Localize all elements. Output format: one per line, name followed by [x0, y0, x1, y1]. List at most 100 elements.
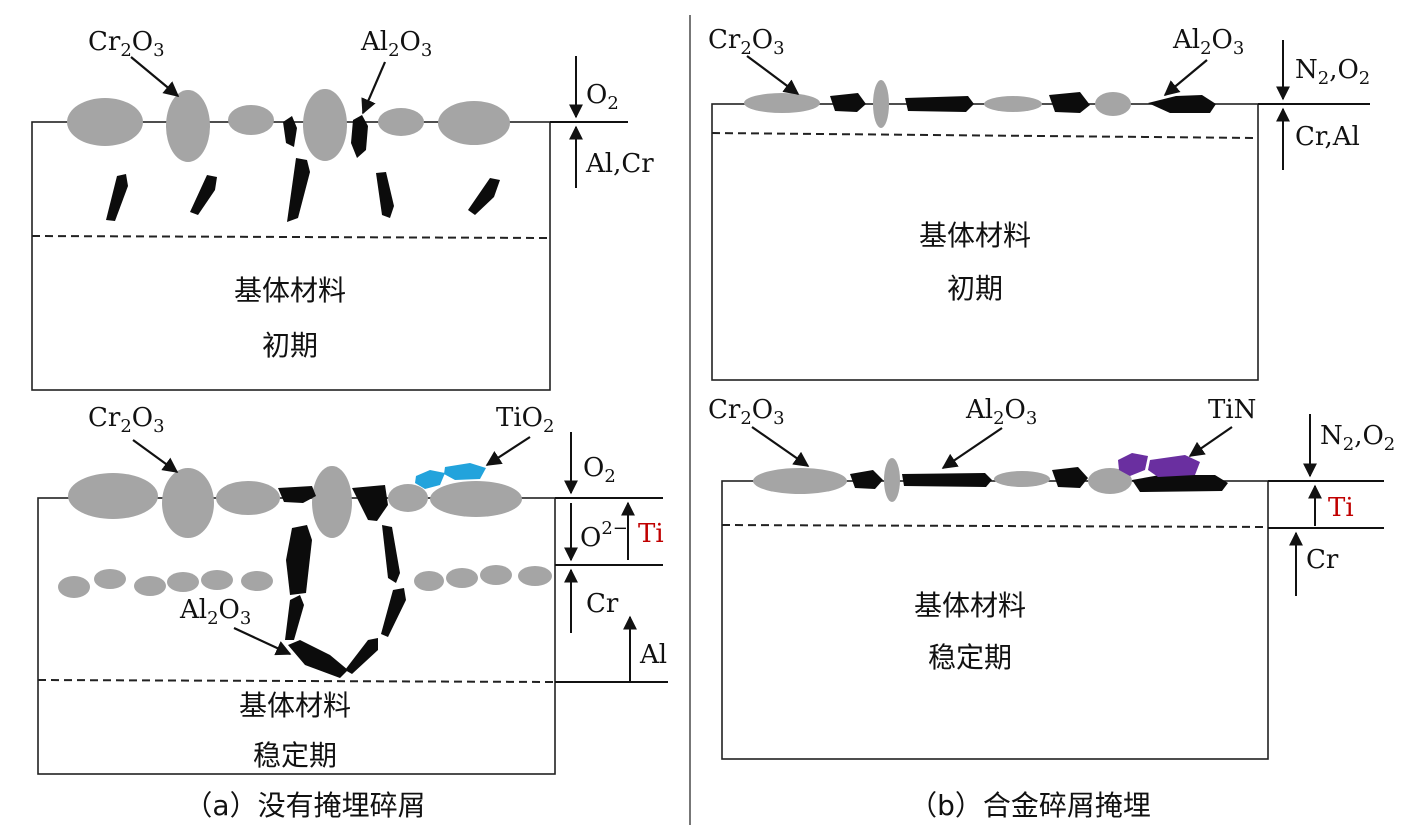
cr2o3-grain [1088, 468, 1132, 494]
caption-a: （a）没有掩埋碎屑 [184, 789, 425, 822]
cr2o3-grain [984, 96, 1042, 112]
cr2o3-grain [378, 108, 424, 136]
tio2-particle [444, 463, 486, 480]
al2o3-label: Al2O3 [965, 395, 1037, 429]
cr2o3-label: Cr2O3 [708, 25, 785, 59]
cr2o3-label: Cr2O3 [708, 395, 785, 429]
al2o3-particle [286, 525, 312, 595]
al2o3-particle [381, 588, 406, 637]
cr2o3-grain [430, 481, 522, 517]
al2o3-pointer-arrow [361, 61, 387, 115]
cr2o3-grain [518, 566, 552, 586]
al2o3-particle [1049, 92, 1090, 113]
internal-oxidation-front [31, 235, 551, 239]
stage-stable-label: 稳定期 [253, 739, 337, 772]
al2o3-particle [1132, 475, 1228, 492]
al2o3-label: Al2O3 [360, 27, 432, 61]
cr2o3-label: Cr2O3 [88, 403, 165, 437]
cr2o3-grain [167, 572, 199, 592]
cr2o3-sub-3: 3 [153, 40, 164, 61]
tin-pointer-arrow [1188, 426, 1233, 457]
cr2o3-pointer-arrow [746, 55, 800, 95]
cr2o3-grain [312, 466, 352, 538]
ti-label: Ti [638, 519, 664, 549]
al2o3-particle [278, 486, 316, 503]
al2o3-particle [287, 158, 310, 222]
al2o3-particle [352, 485, 388, 521]
substrate-label: 基体材料 [234, 274, 346, 307]
al2o3-label: Al2O3 [1172, 25, 1244, 59]
tin-particle [1148, 455, 1200, 477]
substrate-label: 基体材料 [239, 689, 351, 722]
internal-oxidation-front [711, 132, 1259, 139]
cr2o3-grain [994, 471, 1050, 487]
cr2o3-grain [67, 98, 143, 146]
panel-a-initial: Cr2O3 Al2O3 O2 Al,Cr 基体材料 初期 [31, 27, 654, 391]
al2o3-particle [1052, 467, 1088, 488]
cr2o3-grain [873, 80, 889, 128]
n2o2-label: N2,O2 [1320, 421, 1395, 455]
tio2-pointer-arrow [485, 436, 531, 466]
panel-a-stable: Cr2O3 TiO2 Al2O3 O2 O2− Ti Cr Al 基体材料 稳定… [37, 403, 668, 775]
internal-oxidation-front [721, 524, 1269, 528]
al2o3-particle [850, 470, 883, 489]
cr2o3-pointer-arrow [751, 426, 810, 467]
al2o3-particle [382, 525, 400, 583]
stage-stable-label: 稳定期 [928, 641, 1012, 674]
tin-particle [1118, 453, 1148, 476]
cr2o3-grain [201, 570, 233, 590]
stage-initial-label: 初期 [262, 329, 318, 362]
tin-label: TiN [1208, 395, 1256, 425]
cr2o3-grain [438, 101, 510, 145]
cr2o3-grain [480, 565, 512, 585]
al2o3-particle [288, 640, 348, 678]
al2o3-particle [468, 178, 500, 215]
cral-label: Cr,Al [1295, 122, 1360, 152]
cr2o3-grain [162, 468, 214, 538]
cr2o3-grain [744, 93, 820, 113]
cr2o3-grain [753, 468, 847, 494]
al2o3-pointer-arrow [1163, 59, 1208, 96]
panel-b-stable: Cr2O3 Al2O3 TiN N2,O2 Ti Cr 基体材料 稳定期 [708, 395, 1395, 760]
cr2o3-grain [303, 89, 347, 161]
cr2o3-o: O [132, 27, 153, 57]
caption-b: （b）合金碎屑掩埋 [909, 789, 1151, 822]
panel-b-initial: Cr2O3 Al2O3 N2,O2 Cr,Al 基体材料 初期 [708, 25, 1370, 381]
cr2o3-label: Cr2O3 [88, 27, 165, 61]
cr2o3-grain [58, 576, 90, 598]
cr2o3-grain [446, 568, 478, 588]
cr2o3-pointer-arrow [130, 56, 180, 97]
al2o3-particle [376, 172, 394, 218]
o2-label: O2 [586, 80, 619, 114]
al-label: Al [639, 640, 667, 670]
al2o3-particle [830, 93, 866, 112]
cr2o3-sub-2: 2 [120, 40, 131, 61]
al2o3-pointer-arrow [233, 627, 292, 656]
substrate-label: 基体材料 [919, 219, 1031, 252]
o2-label: O2 [583, 453, 616, 487]
tio2-label: TiO2 [496, 403, 554, 437]
substrate-label: 基体材料 [914, 589, 1026, 622]
tio2-particle [415, 470, 445, 489]
cr2o3-grain [68, 473, 158, 519]
cr2o3-grain [388, 484, 428, 512]
stage-initial-label: 初期 [947, 272, 1003, 305]
cr2o3-grain [414, 571, 444, 591]
al2o3-particle [283, 116, 297, 147]
cr2o3-grain [166, 90, 210, 162]
cr2o3-grain [134, 576, 166, 596]
al2o3-particle [285, 595, 304, 640]
cr2o3-pointer-arrow [132, 439, 179, 473]
al2o3-particle [1148, 95, 1216, 113]
al2o3-particle [106, 174, 128, 221]
cr2o3-grain [228, 105, 274, 135]
cr2o3-grain [216, 481, 280, 515]
cr-label: Cr [586, 589, 619, 619]
al2o3-particle [345, 638, 378, 674]
al2o3-label: Al2O3 [179, 595, 251, 629]
al2o3-particle [905, 96, 974, 112]
al2o3-particle [190, 175, 217, 215]
cr2o3-grain [94, 569, 126, 589]
n2o2-label: N2,O2 [1295, 55, 1370, 89]
cr2o3-grain [884, 458, 900, 502]
